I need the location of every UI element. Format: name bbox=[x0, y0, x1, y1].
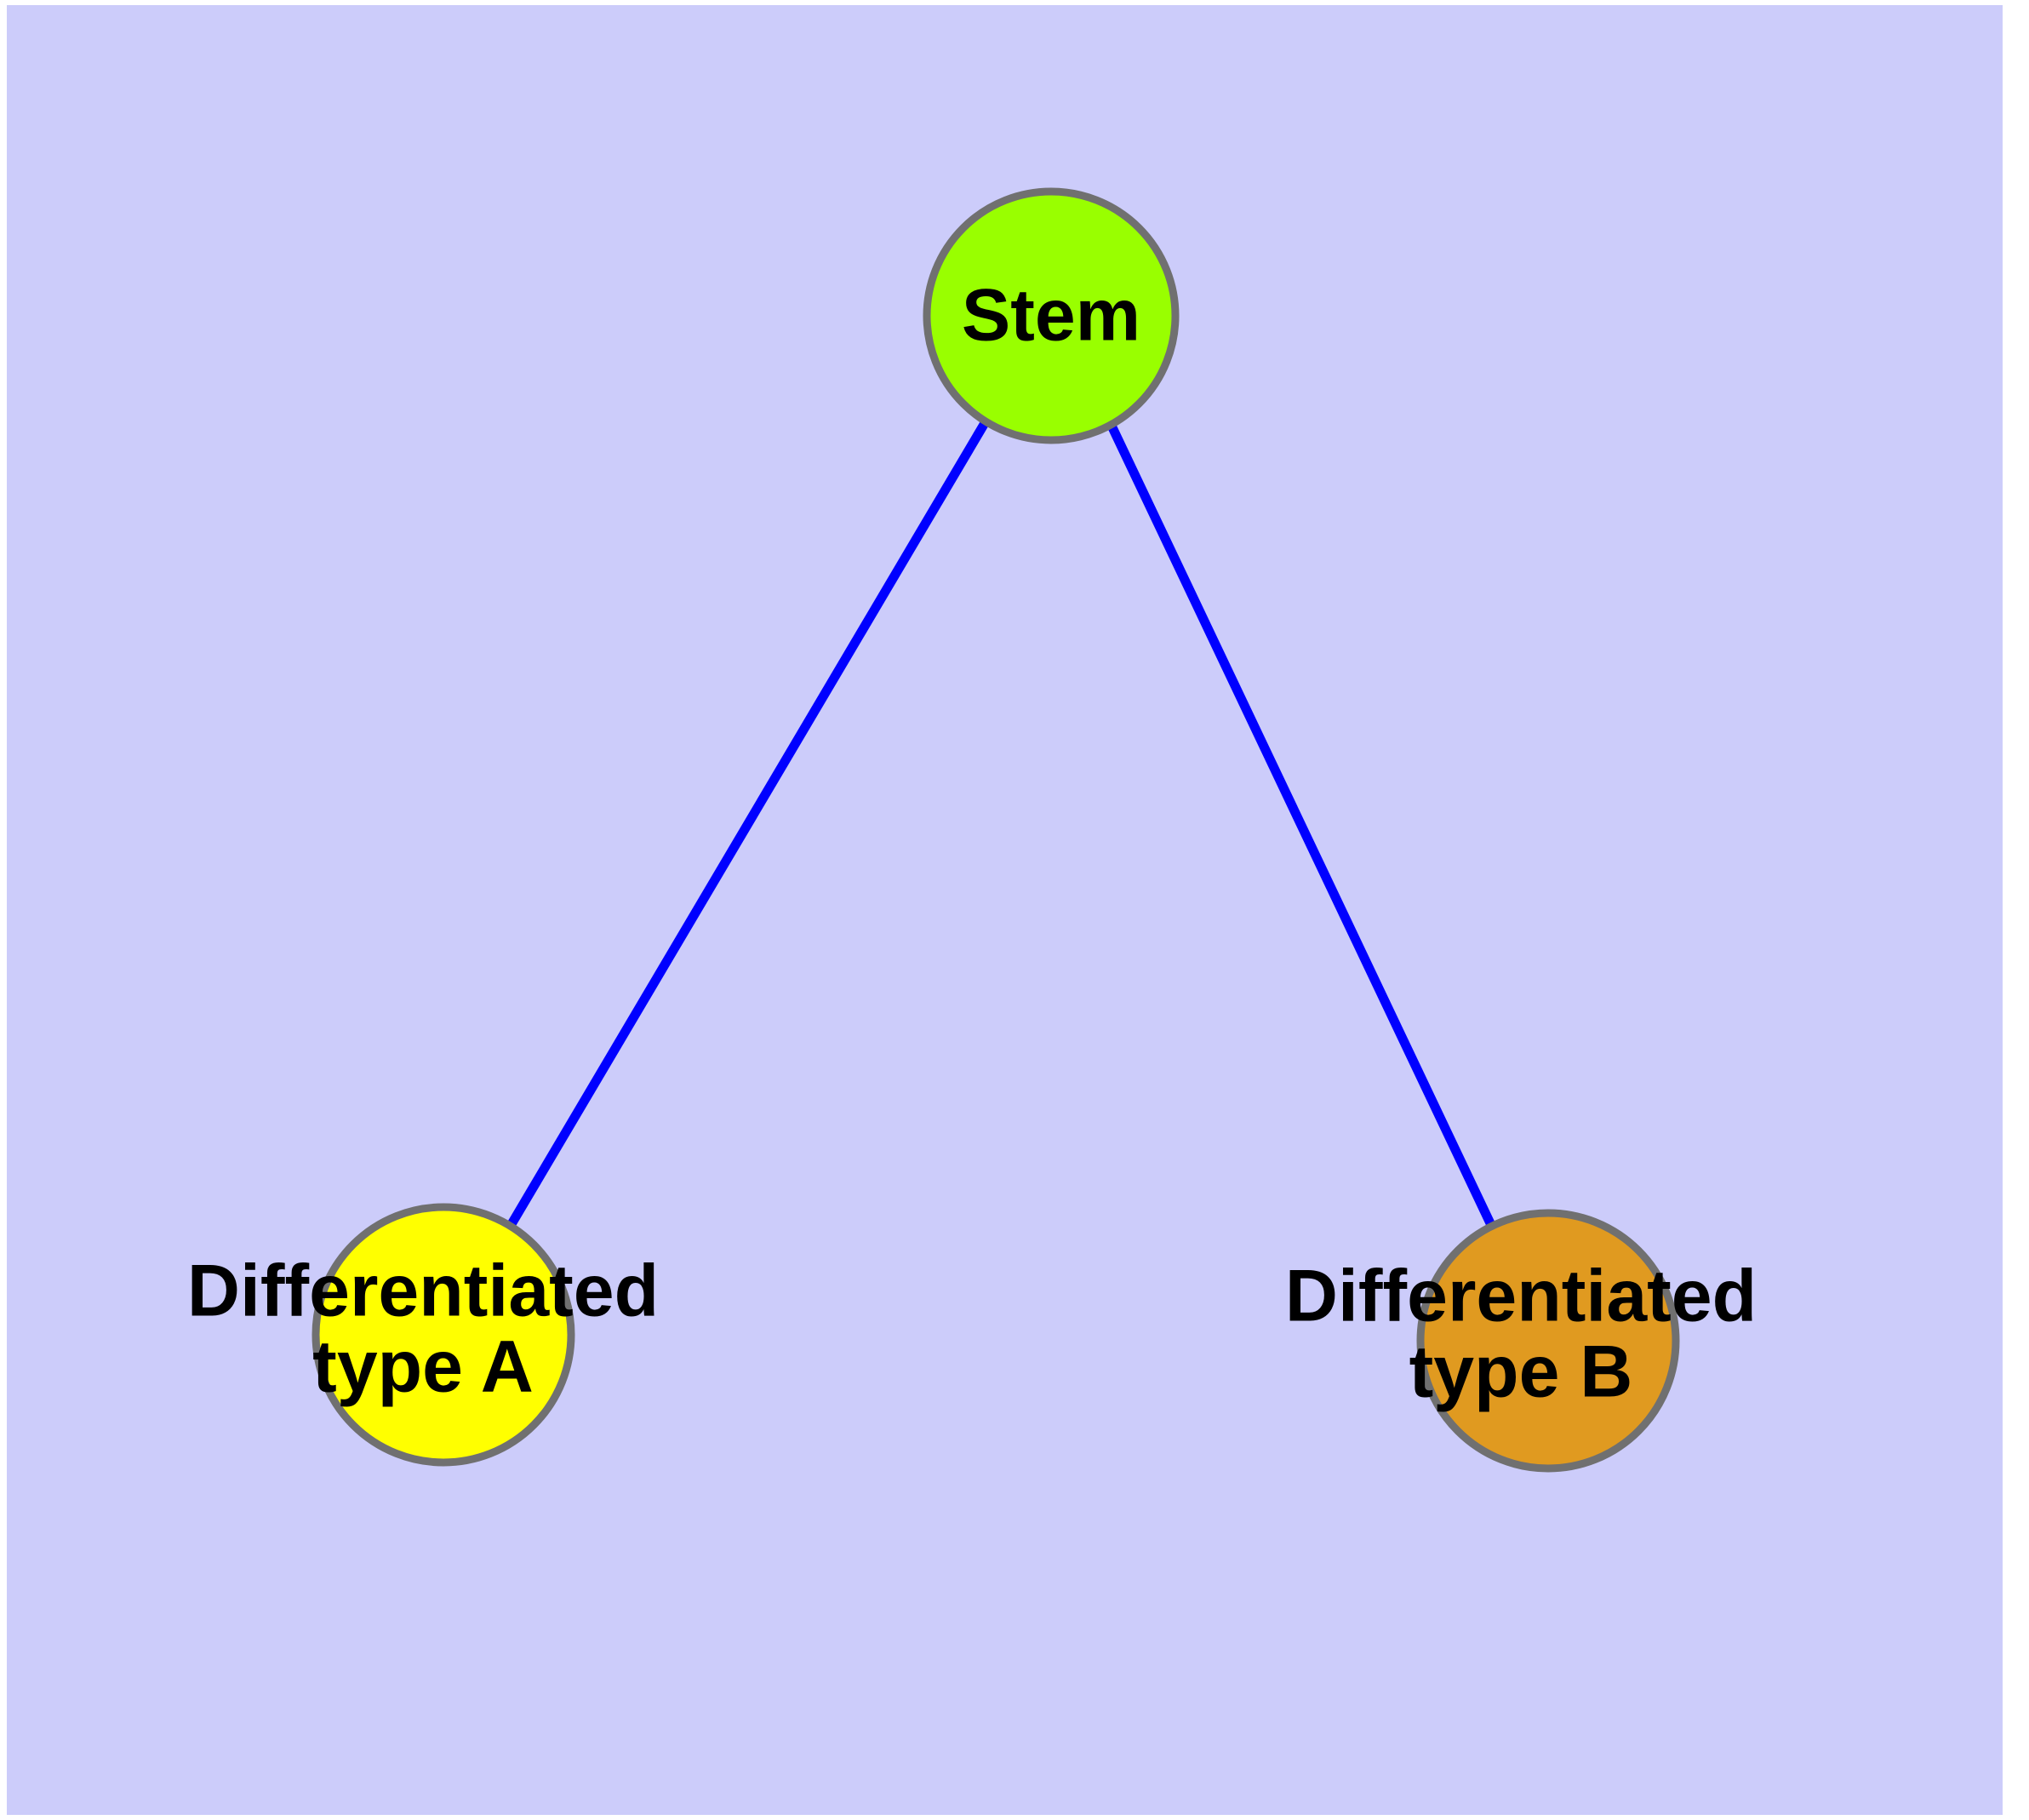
node-differentiated-type-b[interactable] bbox=[1416, 1209, 1680, 1473]
edge-stem-to-diff-b[interactable] bbox=[1107, 423, 1495, 1226]
edge-layer bbox=[507, 421, 1495, 1227]
node-differentiated-type-a[interactable] bbox=[311, 1203, 575, 1467]
node-stem[interactable] bbox=[923, 187, 1180, 444]
node-layer bbox=[311, 187, 1680, 1473]
edge-stem-to-diff-a[interactable] bbox=[507, 421, 989, 1227]
